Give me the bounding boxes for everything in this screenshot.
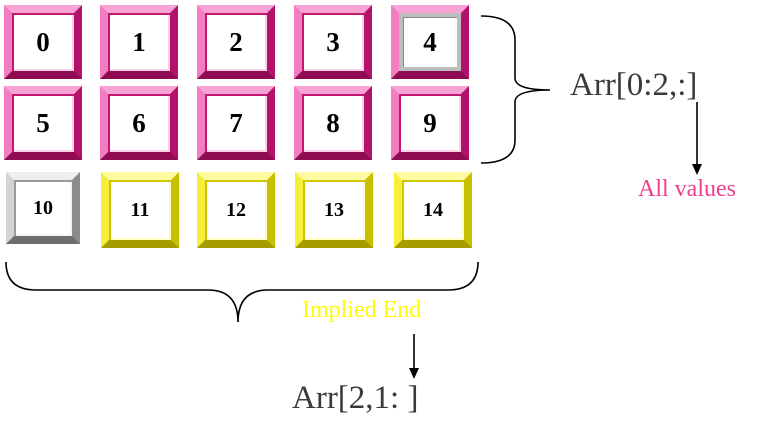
bottom-brace xyxy=(5,261,479,323)
arrow-head-col-slice xyxy=(409,368,419,379)
cell-0: 0 xyxy=(4,5,82,79)
cell-14: 14 xyxy=(394,172,472,248)
cell-2: 2 xyxy=(197,5,275,79)
row-slice-expression: Arr[0:2,:] xyxy=(570,67,698,103)
cell-3: 3 xyxy=(294,5,372,79)
col-slice-expression: Arr[2,1: ] xyxy=(292,380,419,416)
cell-12: 12 xyxy=(197,172,275,248)
cell-5: 5 xyxy=(4,86,82,160)
arrow-head-all-values xyxy=(692,164,702,175)
implied-end-note: Implied End xyxy=(302,297,422,323)
all-values-note: All values xyxy=(638,176,736,202)
cell-13: 13 xyxy=(295,172,373,248)
right-brace xyxy=(480,15,551,164)
cell-6: 6 xyxy=(100,86,178,160)
cell-1: 1 xyxy=(100,5,178,79)
cell-7: 7 xyxy=(197,86,275,160)
cell-10: 10 xyxy=(6,172,80,244)
cell-4: 4 xyxy=(391,5,469,79)
cell-8: 8 xyxy=(294,86,372,160)
cell-11: 11 xyxy=(101,172,179,248)
cell-9: 9 xyxy=(391,86,469,160)
